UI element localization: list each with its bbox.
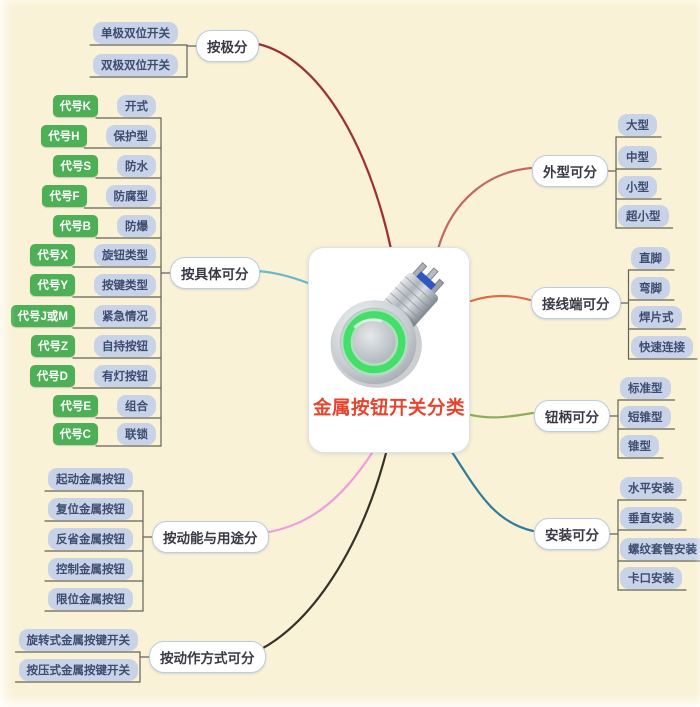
child-node: 标准型	[620, 377, 671, 399]
child-node: 按压式金属按键开关	[18, 659, 138, 681]
child-row: 代号C 联锁	[52, 423, 156, 445]
topic-specific: 按具体可分	[170, 257, 260, 289]
child-node: 按键类型	[94, 274, 156, 296]
child-node: 中型	[618, 146, 657, 168]
child-row: 双极双位开关	[93, 54, 178, 76]
child-node: 双极双位开关	[93, 54, 178, 76]
child-node: 水平安装	[620, 477, 682, 499]
child-node: 限位金属按钮	[48, 588, 133, 610]
child-row: 控制金属按钮	[48, 558, 133, 580]
code-node: 代号H	[41, 125, 87, 147]
child-row: 代号F 防腐型	[42, 185, 156, 207]
topic-terminal: 接线端可分	[531, 287, 621, 319]
child-row: 代号J或M 紧急情况	[10, 305, 156, 327]
child-row: 螺纹套管安装	[620, 538, 700, 560]
code-node: 代号F	[42, 185, 87, 207]
child-row: 按压式金属按键开关	[18, 659, 138, 681]
topic-action: 按动作方式可分	[149, 641, 266, 673]
child-row: 大型	[618, 114, 657, 136]
child-row: 代号Y 按键类型	[30, 274, 156, 296]
code-node: 代号S	[53, 155, 98, 177]
child-node: 防水	[117, 155, 156, 177]
child-node: 锥型	[620, 435, 659, 457]
child-row: 代号D 有灯按钮	[29, 365, 156, 387]
child-node: 快速连接	[631, 336, 693, 358]
child-row: 标准型	[620, 377, 671, 399]
child-node: 螺纹套管安装	[620, 538, 700, 560]
child-node: 单极双位开关	[93, 22, 178, 44]
code-node: 代号D	[29, 365, 75, 387]
child-node: 直脚	[631, 247, 670, 269]
child-row: 中型	[618, 146, 657, 168]
child-row: 限位金属按钮	[48, 588, 133, 610]
child-node: 超小型	[618, 205, 669, 227]
child-node: 防爆	[117, 215, 156, 237]
code-node: 代号B	[52, 215, 98, 237]
child-row: 焊片式	[631, 306, 682, 328]
child-row: 起动金属按钮	[48, 468, 133, 490]
code-node: 代号J或M	[10, 305, 75, 327]
metal-push-button-image	[330, 262, 445, 388]
code-node: 代号Z	[30, 335, 75, 357]
child-node: 卡口安装	[620, 567, 682, 589]
child-node: 旋钮类型	[94, 244, 156, 266]
child-node: 联锁	[117, 423, 156, 445]
child-row: 小型	[618, 176, 657, 198]
child-node: 保护型	[105, 125, 156, 147]
child-node: 起动金属按钮	[48, 468, 133, 490]
child-node: 控制金属按钮	[48, 558, 133, 580]
child-row: 快速连接	[631, 336, 693, 358]
child-row: 超小型	[618, 205, 669, 227]
child-node: 弯脚	[631, 277, 670, 299]
child-row: 代号K 开式	[52, 95, 156, 117]
child-node: 大型	[618, 114, 657, 136]
topic-install: 安装可分	[534, 518, 610, 550]
child-row: 代号B 防爆	[52, 215, 156, 237]
child-row: 弯脚	[631, 277, 670, 299]
child-row: 垂直安装	[620, 507, 682, 529]
child-row: 短锥型	[620, 406, 671, 428]
code-node: 代号E	[53, 395, 98, 417]
topic-purpose: 按动能与用途分	[152, 521, 269, 553]
child-node: 短锥型	[620, 406, 671, 428]
code-node: 代号C	[52, 423, 98, 445]
child-node: 旋转式金属按键开关	[18, 629, 138, 651]
child-node: 小型	[618, 176, 657, 198]
child-row: 代号X 旋钮类型	[30, 244, 156, 266]
child-row: 代号H 保护型	[41, 125, 156, 147]
child-node: 有灯按钮	[94, 365, 156, 387]
child-node: 组合	[117, 395, 156, 417]
child-node: 复位金属按钮	[48, 498, 133, 520]
child-node: 防腐型	[105, 185, 156, 207]
child-row: 代号S 防水	[53, 155, 156, 177]
child-row: 单极双位开关	[93, 22, 178, 44]
topic-handle: 钮柄可分	[534, 400, 610, 432]
code-node: 代号Y	[30, 274, 75, 296]
central-topic: 金属按钮开关分类	[308, 247, 470, 453]
topic-shape: 外型可分	[532, 155, 608, 187]
child-node: 自持按钮	[94, 335, 156, 357]
child-row: 反省金属按钮	[48, 528, 133, 550]
child-row: 卡口安装	[620, 567, 682, 589]
topic-poles: 按极分	[196, 30, 259, 62]
child-row: 锥型	[620, 435, 659, 457]
child-row: 水平安装	[620, 477, 682, 499]
child-row: 直脚	[631, 247, 670, 269]
code-node: 代号X	[30, 244, 75, 266]
child-row: 旋转式金属按键开关	[18, 629, 138, 651]
child-node: 垂直安装	[620, 507, 682, 529]
child-node: 焊片式	[631, 306, 682, 328]
child-row: 代号E 组合	[53, 395, 156, 417]
child-node: 紧急情况	[94, 305, 156, 327]
child-row: 代号Z 自持按钮	[30, 335, 156, 357]
central-topic-title: 金属按钮开关分类	[312, 397, 465, 418]
code-node: 代号K	[52, 95, 98, 117]
child-node: 反省金属按钮	[48, 528, 133, 550]
child-row: 复位金属按钮	[48, 498, 133, 520]
child-node: 开式	[117, 95, 156, 117]
